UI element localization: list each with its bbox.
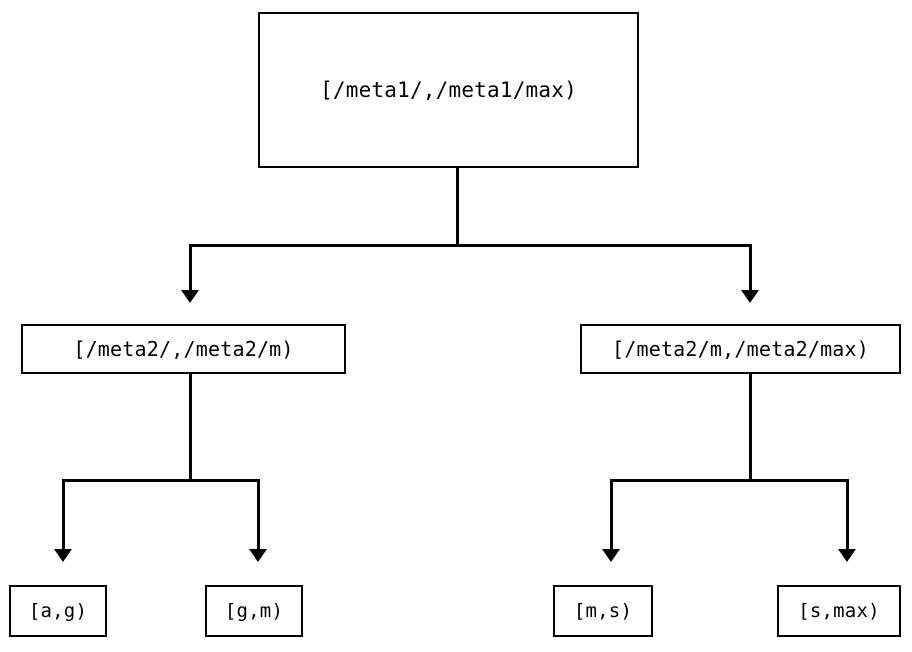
edge-mid-right-to-leaf-m-s <box>610 479 613 551</box>
edge-root-crossbar <box>189 244 752 247</box>
edge-mid-right-crossbar <box>610 479 849 482</box>
node-leaf-s-max[interactable]: [s,max) <box>777 585 901 637</box>
node-mid-right[interactable]: [/meta2/m,/meta2/max) <box>580 324 901 374</box>
arrowhead-mid-right-to-leaf-m-s <box>602 549 620 562</box>
edge-root-to-mid-right <box>749 244 752 292</box>
node-mid-right-label: [/meta2/m,/meta2/max) <box>611 337 870 361</box>
node-mid-left-label: [/meta2/,/meta2/m) <box>73 337 294 361</box>
node-mid-left[interactable]: [/meta2/,/meta2/m) <box>21 324 346 374</box>
node-root[interactable]: [/meta1/,/meta1/max) <box>258 12 639 168</box>
arrowhead-mid-left-to-leaf-g-m <box>249 549 267 562</box>
edge-mid-left-stem <box>189 374 192 482</box>
node-leaf-m-s-label: [m,s) <box>573 599 633 622</box>
node-root-label: [/meta1/,/meta1/max) <box>320 77 577 102</box>
edge-root-stem <box>456 168 459 247</box>
edge-mid-right-stem <box>749 374 752 482</box>
arrowhead-root-to-mid-right <box>741 290 759 303</box>
node-leaf-g-m[interactable]: [g,m) <box>205 585 303 637</box>
arrowhead-mid-left-to-leaf-a-g <box>54 549 72 562</box>
arrowhead-root-to-mid-left <box>181 290 199 303</box>
edge-root-to-mid-left <box>189 244 192 292</box>
node-leaf-s-max-label: [s,max) <box>798 599 880 622</box>
edge-mid-left-crossbar <box>62 479 260 482</box>
edge-mid-left-to-leaf-g-m <box>257 479 260 551</box>
edge-mid-left-to-leaf-a-g <box>62 479 65 551</box>
node-leaf-m-s[interactable]: [m,s) <box>553 585 653 637</box>
node-leaf-a-g-label: [a,g) <box>28 599 88 622</box>
edge-mid-right-to-leaf-s-max <box>846 479 849 551</box>
node-leaf-g-m-label: [g,m) <box>224 599 284 622</box>
node-leaf-a-g[interactable]: [a,g) <box>9 585 107 637</box>
arrowhead-mid-right-to-leaf-s-max <box>838 549 856 562</box>
